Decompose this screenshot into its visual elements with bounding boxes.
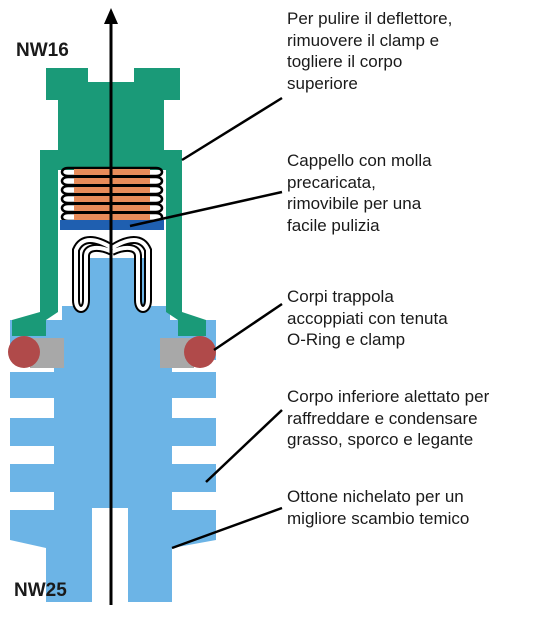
- leader-lines: [129, 96, 283, 550]
- leader-line-2: [129, 190, 283, 228]
- flow-arrow-icon: [104, 8, 118, 605]
- clamp-assembly: [8, 336, 216, 368]
- port-label-bottom: NW25: [14, 580, 67, 601]
- o-ring-right: [184, 336, 216, 368]
- callout-nickel-brass: Ottone nichelato per un migliore scambio…: [287, 487, 470, 528]
- port-label-top: NW16: [16, 40, 69, 61]
- callout-spring-cap: Cappello con molla precaricata, rimovibi…: [287, 151, 432, 235]
- deflector-inner: [74, 238, 114, 311]
- leader-line-4: [205, 409, 283, 483]
- callout-finned-body: Corpo inferiore alettato per raffreddare…: [287, 387, 490, 449]
- o-ring-left: [8, 336, 40, 368]
- leader-line-3: [213, 302, 283, 352]
- leader-line-5: [171, 506, 283, 550]
- leader-line-1: [181, 96, 283, 162]
- callout-coupled-bodies: Corpi trappola accoppiati con tenuta O-R…: [287, 287, 448, 349]
- deflector: [72, 236, 152, 313]
- deflector-inner-right: [110, 238, 150, 311]
- callout-disassembly: Per pulire il deflettore, rimuovere il c…: [287, 9, 453, 93]
- upper-housing: [12, 68, 206, 336]
